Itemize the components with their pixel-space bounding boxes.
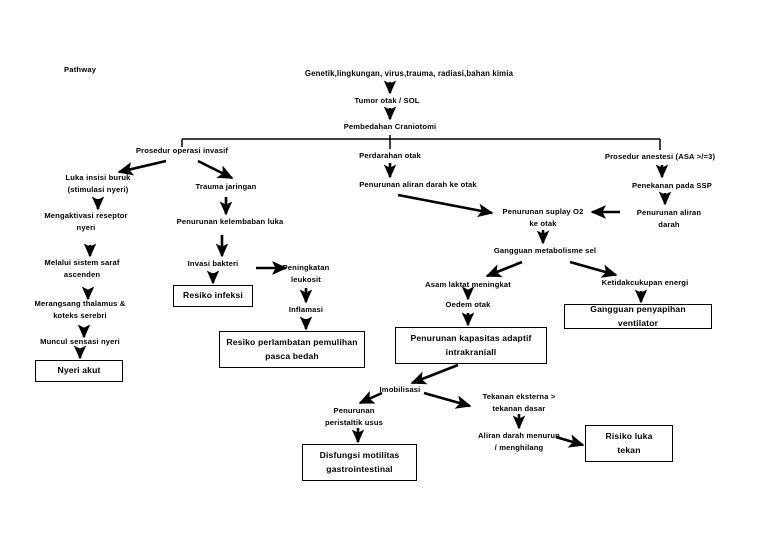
box-penurunan-kapasitas-adaptif: Penurunan kapasitas adaptif intrakranial… — [395, 327, 547, 364]
node-mengaktivasi-reseptor-nyeri: Mengaktivasi reseptor nyeri — [44, 211, 128, 232]
node-melalui-sistem-saraf-ascenden: Melalui sistem saraf ascenden — [44, 258, 120, 279]
node-perdarahan-otak: Perdarahan otak — [359, 151, 421, 160]
pathway-title-label: Pathway — [64, 65, 97, 74]
node-etiologi: Genetik,lingkungan, virus,trauma, radias… — [304, 69, 514, 78]
box-gangguan-penyapihan-ventilator: Gangguan penyapihan ventilator — [564, 304, 712, 329]
node-asam-laktat-meningkat: Asam laktat meningkat — [425, 280, 511, 289]
node-pembedahan-craniotomi: Pembedahan Craniotomi — [343, 122, 437, 131]
node-imobilisasi: Imobilisasi — [379, 385, 421, 394]
node-penurunan-peristaltik-usus: Penurunan peristaltik usus — [324, 406, 384, 427]
node-aliran-darah-menurun: Aliran darah menurun / menghilang — [478, 431, 560, 452]
box-nyeri-akut: Nyeri akut — [35, 360, 123, 382]
node-penurunan-suplay-o2: Penurunan suplay O2 ke otak — [502, 207, 584, 228]
edge-aliranotak-suplayo2 — [397, 193, 494, 218]
edge-metabolisme-asamlaktat — [485, 260, 523, 278]
node-prosedur-operasi-invasif: Prosedur operasi invasif — [135, 146, 229, 155]
node-luka-insisi-buruk: Luka insisi buruk (stimulasi nyeri) — [65, 173, 131, 194]
box-resiko-infeksi: Resiko infeksi — [173, 285, 253, 307]
node-gangguan-metabolisme-sel: Gangguan metabolisme sel — [493, 246, 597, 255]
node-penurunan-aliran-darah: Penurunan aliran darah — [636, 208, 702, 229]
box-resiko-perlambatan-pemulihan: Resiko perlambatan pemulihan pasca bedah — [219, 331, 365, 368]
edge-operasi-luka — [117, 159, 167, 176]
node-tekanan-eksterna: Tekanan eksterna > tekanan dasar — [482, 392, 556, 413]
node-penekanan-pada-ssp: Penekanan pada SSP — [632, 181, 712, 190]
box-disfungsi-motilitas-gastrointestinal: Disfungsi motilitas gastrointestinal — [302, 444, 417, 481]
node-penurunan-kelembaban-luka: Penurunan kelembaban luka — [176, 217, 284, 226]
edge-metabolisme-ketidakcukupan — [569, 260, 618, 278]
node-invasi-bakteri: Invasi bakteri — [187, 259, 239, 268]
node-oedem-otak: Oedem otak — [445, 300, 491, 309]
node-muncul-sensasi-nyeri: Muncul sensasi nyeri — [40, 337, 120, 346]
node-merangsang-thalamus: Merangsang thalamus & koteks serebri — [34, 299, 126, 320]
edge-kapasitas-imobilisasi — [410, 363, 459, 385]
node-prosedur-anestesi: Prosedur anestesi (ASA >/=3) — [604, 152, 716, 161]
node-penurunan-aliran-darah-ke-otak: Penurunan aliran darah ke otak — [359, 180, 477, 189]
box-risiko-luka-tekan: Risiko luka tekan — [585, 425, 673, 462]
node-inflamasi: Inflamasi — [288, 305, 324, 314]
node-peningkatan-leukosit: Peningkatan leukosit — [282, 263, 330, 284]
node-tumor-otak: Tumor otak / SOL — [354, 96, 420, 105]
node-trauma-jaringan: Trauma jaringan — [195, 182, 257, 191]
node-ketidakcukupan-energi: Ketidakcukupan energi — [601, 278, 689, 287]
edge-operasi-trauma — [197, 159, 234, 180]
